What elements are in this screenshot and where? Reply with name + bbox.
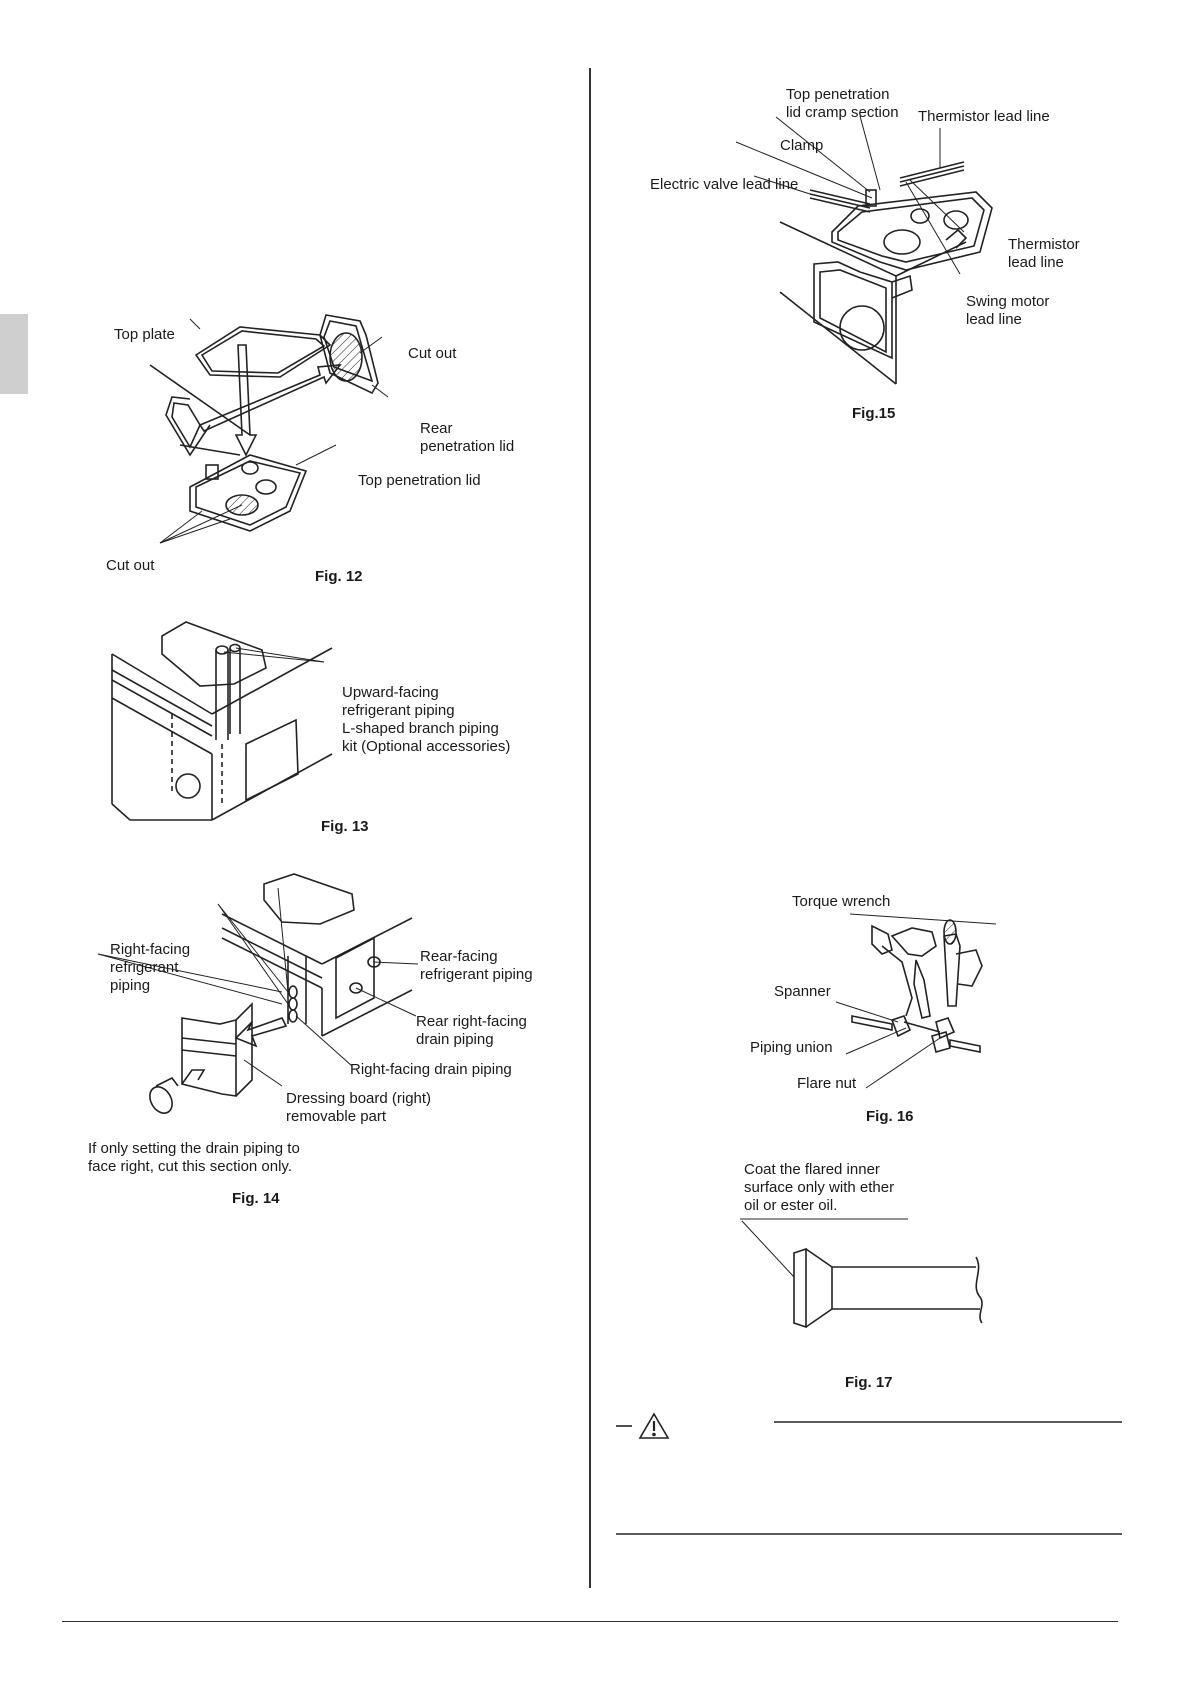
- fig13-labels: Upward-facing refrigerant piping L-shape…: [342, 684, 511, 755]
- fig16-torque: Torque wrench: [792, 893, 891, 910]
- fig17-drawing: [740, 1218, 983, 1329]
- fig15-cramp: Top penetration lid cramp section: [786, 86, 899, 121]
- fig12-caption: Fig. 12: [315, 568, 363, 585]
- warning-box-rules: [616, 1421, 1122, 1535]
- fig17-coat-note: Coat the flared inner surface only with …: [744, 1161, 895, 1214]
- fig12-drawing: [149, 314, 389, 544]
- fig16-union: Piping union: [750, 1039, 833, 1056]
- fig12-cut-out-top: Cut out: [106, 557, 155, 574]
- fig14-dressing: Dressing board (right) removable part: [286, 1090, 432, 1125]
- column-divider: [589, 68, 591, 1588]
- fig13-caption: Fig. 13: [321, 818, 369, 835]
- fig16-caption: Fig. 16: [866, 1108, 914, 1125]
- fig16-drawing: [835, 913, 997, 1089]
- fig17-caption: Fig. 17: [845, 1374, 893, 1391]
- fig14-right-refrig: Right-facing refrigerant piping: [110, 941, 191, 994]
- footer-rule: [62, 1621, 1118, 1622]
- fig15-clamp: Clamp: [780, 137, 824, 154]
- fig15-thermistor-line: Thermistor lead line: [918, 108, 1050, 125]
- fig12-rear-lid: Rear penetration lid: [420, 420, 515, 455]
- fig16-flare: Flare nut: [797, 1075, 857, 1092]
- fig15-valve-line: Electric valve lead line: [650, 176, 799, 193]
- fig14-rear-refrig: Rear-facing refrigerant piping: [420, 948, 533, 983]
- fig13-drawing: [111, 621, 333, 821]
- warning-triangle-icon: [638, 1412, 670, 1439]
- section-tab: [0, 314, 28, 394]
- fig12-top-plate: Top plate: [114, 326, 175, 343]
- fig16-spanner: Spanner: [774, 983, 831, 1000]
- fig14-drawing: [97, 873, 419, 1114]
- fig14-right-drain: Right-facing drain piping: [350, 1061, 512, 1078]
- fig15-thermistor-line-2: Thermistor lead line: [1008, 236, 1080, 271]
- fig14-note: If only setting the drain piping to face…: [88, 1140, 300, 1175]
- fig14-rear-right-drain: Rear right-facing drain piping: [416, 1013, 527, 1048]
- fig15-drawing: [735, 115, 993, 385]
- fig15-caption: Fig.15: [852, 405, 896, 422]
- fig12-top-lid: Top penetration lid: [358, 472, 481, 489]
- fig14-caption: Fig. 14: [232, 1190, 280, 1207]
- fig12-cut-out-rear: Cut out: [408, 345, 457, 362]
- fig15-swing-motor: Swing motor lead line: [966, 293, 1050, 328]
